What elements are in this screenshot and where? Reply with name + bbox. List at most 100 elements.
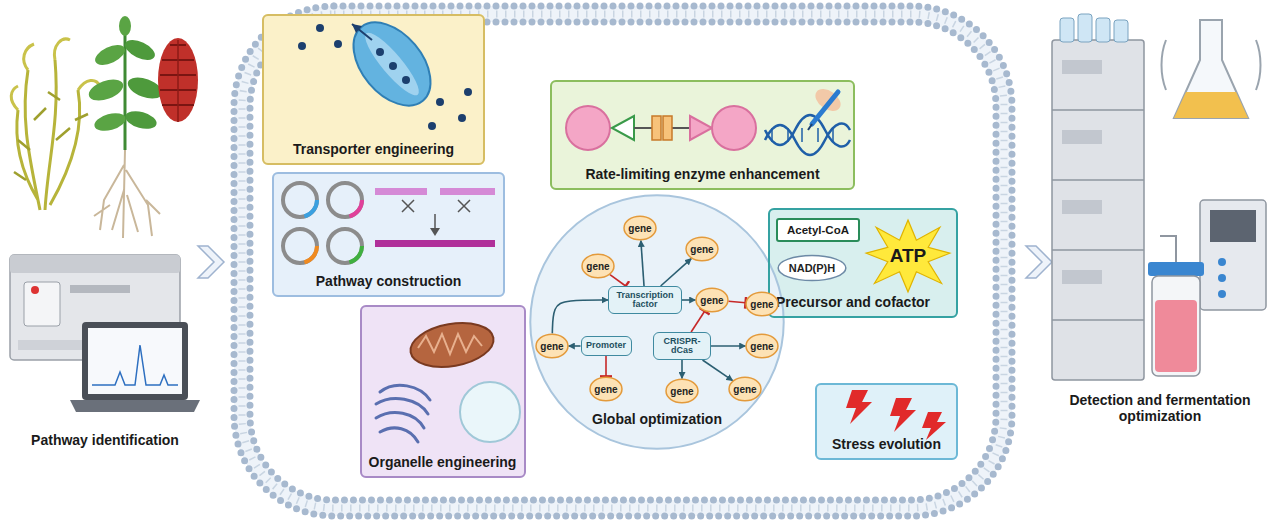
regulator-box: Transcription factor [608,286,682,314]
seaweed-plant [11,39,100,110]
hplc-stack [1052,110,1144,320]
bioreactor [1218,274,1226,282]
hplc-stack [1062,270,1102,284]
endoplasmic-reticulum [380,428,418,442]
plasmid [283,229,317,263]
inhibition-line [605,356,607,376]
herb-plant [92,110,127,134]
gene-label: gene [750,299,773,310]
molecule-dot [402,76,410,84]
gene-node: gene [695,287,729,313]
node-text: Precursor and cofactor [776,294,930,310]
strategy-panel: Organelle engineering [360,305,526,478]
gene-node: gene [728,376,762,402]
dna-recombination [375,240,495,247]
plasmid [283,183,362,263]
cell-membrane [234,6,1012,516]
laptop [82,322,188,400]
plasmid [328,183,362,217]
herb-plant [94,150,160,238]
lightning-bolt [890,398,916,432]
molecule-dot [389,62,397,70]
shake-flask [1174,20,1248,118]
panel-fill [272,172,505,297]
bioreactor [1148,262,1204,276]
molecule-dot [316,24,324,32]
molecule-dot [376,48,384,56]
enzyme-pathway [566,106,610,150]
mitochondrion [407,317,497,373]
strategy-panel: Rate-limiting enzyme enhancement [550,80,855,190]
lightning-bolt [922,412,946,440]
gene-label: gene [628,223,651,234]
strategy-panel: Stress evolution [815,383,958,460]
gene-node: gene [745,333,779,359]
dna-recombination [440,188,495,195]
bioreactor [1200,200,1266,310]
transporter-protein [338,8,446,120]
bioreactor [1160,236,1176,262]
plasmid [328,229,362,263]
vacuole [460,382,520,442]
endoplasmic-reticulum [376,413,424,428]
gene-node: gene [745,291,779,317]
hplc-stack [1052,14,1144,380]
hplc-stack [1062,200,1102,214]
node-text: Stress evolution [832,436,941,452]
hplc-stack [1114,20,1128,42]
enzyme-pathway [652,116,661,140]
plasmid [328,183,362,217]
hplc-instrument [10,255,180,273]
endoplasmic-reticulum [376,385,430,442]
molecule-dot [458,114,466,122]
transporter-protein [338,8,446,120]
molecule-dot [334,40,342,48]
panel-fill [815,383,958,460]
strategy-panel: Transporter engineering [262,14,485,165]
herb-plant [92,41,128,69]
gene-label: gene [700,295,723,306]
red-cone [177,40,179,122]
plasmid [283,183,317,217]
lightning-bolt [846,390,946,440]
enzyme-pathway [566,106,756,150]
stage-label: Pathway identification [15,432,195,448]
dna-helix [765,123,850,155]
molecule-dot [436,98,444,106]
pen-hand [808,124,812,130]
red-cone [158,38,198,122]
seaweed-plant [11,39,100,210]
dna-recombination [430,228,440,236]
node-text: Transporter engineering [293,141,454,157]
hplc-instrument [31,286,39,294]
herb-plant [86,75,126,104]
activation-arrow [568,345,580,347]
dna-helix [772,128,833,142]
plasmid [328,229,362,263]
dna-recombination [434,214,436,230]
herb-plant [122,36,158,64]
herb-plant [119,16,131,36]
node-text: Promoter [586,341,626,350]
pen-hand [808,85,845,130]
shake-flask [1162,40,1261,90]
cell-membrane [234,6,1012,516]
laptop [70,400,200,412]
transporter-protein [352,24,362,33]
stage-label: Detection and fermentation optimization [1060,392,1260,424]
red-cone [158,38,198,122]
molecule-dot [298,42,306,50]
node-text: ATP [890,245,927,267]
activation-arrow [682,299,696,301]
shake-flask [1162,20,1261,118]
gene-node: gene [685,236,719,262]
activation-arrow [681,360,683,378]
enzyme-pathway [634,127,690,129]
gene-node: gene [589,376,623,402]
node-text: NAD(P)H [789,262,835,274]
lightning-bolt [846,390,872,424]
activation-arrow [703,360,733,381]
panel-fill [550,80,855,190]
gene-node: gene [665,378,699,404]
shake-flask [1174,92,1248,118]
